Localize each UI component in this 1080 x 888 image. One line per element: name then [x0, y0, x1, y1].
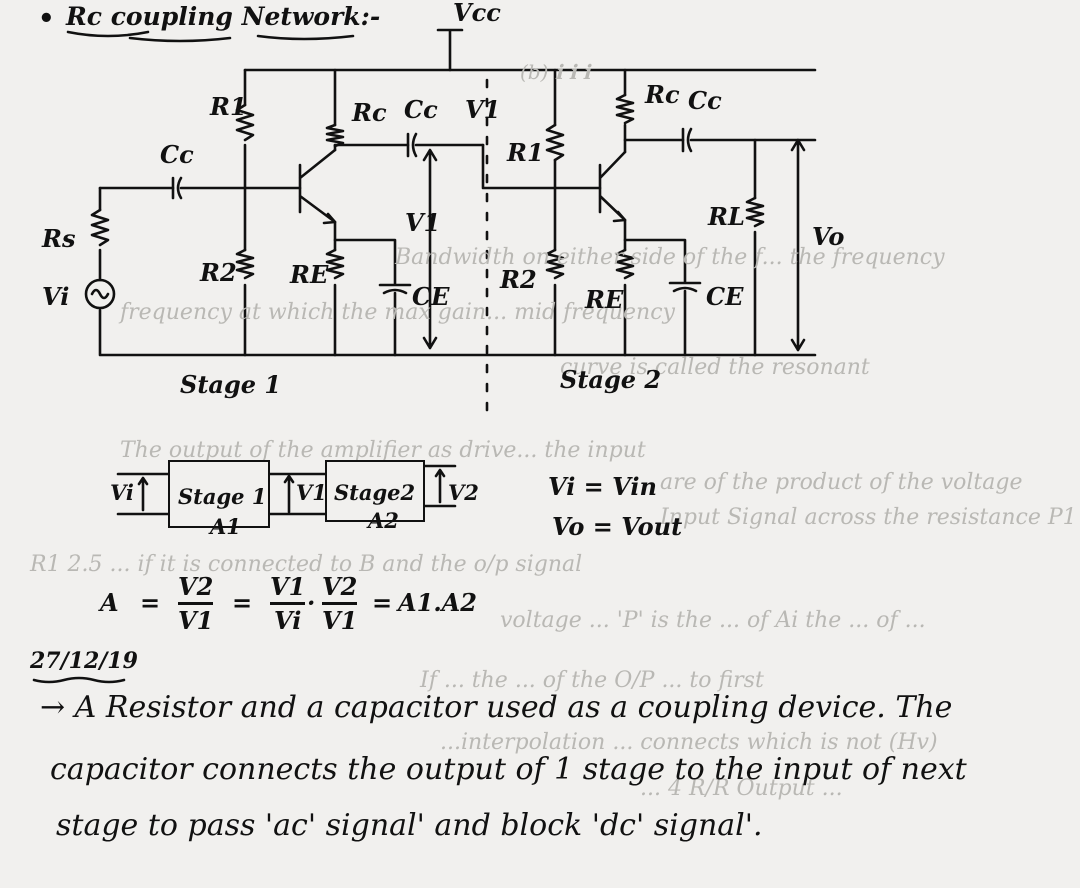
- a2-label: A2: [368, 508, 399, 533]
- input-loop: [98, 186, 817, 357]
- re-stage1-resistor: [325, 248, 345, 280]
- cc-out-cap: [681, 127, 693, 153]
- title-underline: [66, 30, 355, 43]
- r2-stage1-label: R2: [200, 258, 237, 287]
- v1-top-label: V1: [465, 95, 501, 124]
- stage2-label: Stage 2: [560, 365, 662, 394]
- date-underline: [32, 676, 126, 684]
- rc-stage2-resistor: [615, 93, 635, 125]
- re-stage1-label: RE: [290, 260, 329, 289]
- transistor-2: [598, 150, 627, 223]
- rc-stage1-resistor: [325, 123, 345, 148]
- fraction-den: V1: [322, 605, 358, 635]
- bleed-text: ... 4 R/R Output ...: [640, 776, 843, 801]
- vi-source: [84, 278, 116, 310]
- note-line-2: capacitor connects the output of 1 stage…: [50, 752, 967, 787]
- equals-1: =: [140, 588, 161, 617]
- bleed-text: curve is called the resonant: [560, 355, 870, 380]
- equals-3: =: [372, 588, 393, 617]
- cc-mid-cap: [406, 132, 418, 158]
- r1-stage2-resistor: [545, 123, 565, 162]
- cc-in-label: Cc: [160, 140, 194, 169]
- stage1-block-label: Stage 1: [178, 484, 267, 509]
- vi-label: Vi: [42, 282, 70, 311]
- block-output-label: V2: [448, 480, 479, 505]
- vcc-label: Vcc: [453, 0, 501, 27]
- block-input-label: Vi: [110, 480, 134, 505]
- bleed-text: voltage ... 'P' is the ... of Ai the ...…: [500, 608, 926, 633]
- stage1-block: [168, 460, 270, 528]
- gain-symbol: A: [100, 588, 119, 617]
- vo-label: Vo: [812, 222, 845, 251]
- fraction-den: Vi: [274, 605, 302, 635]
- bleed-text: are of the product of the voltage: [660, 470, 1023, 495]
- bleed-text: frequency at which the max gain... mid f…: [120, 300, 675, 325]
- re-stage2-label: RE: [585, 285, 624, 314]
- r1-stage2-label: R1: [507, 138, 544, 167]
- ce-stage2-label: CE: [706, 282, 744, 311]
- fraction-num: V2: [322, 572, 358, 601]
- re-stage2-resistor: [615, 248, 635, 280]
- r1-stage1-label: R1: [210, 92, 247, 121]
- cc-out-label: Cc: [688, 86, 722, 115]
- rc-stage2-label: Rc: [645, 80, 680, 109]
- stage2-block: [325, 460, 425, 522]
- rs-label: Rs: [42, 224, 76, 253]
- multiply-dot: ·: [307, 588, 316, 617]
- fraction-den: V1: [178, 605, 214, 635]
- transistor-1: [298, 148, 337, 225]
- fraction-bar: [270, 602, 306, 605]
- bleed-text: ...interpolation ... connects which is n…: [440, 730, 938, 755]
- bleed-text: (b) ℹ ℹ ℹ: [520, 60, 591, 84]
- rc-stage1-label: Rc: [352, 98, 387, 127]
- stage1-label: Stage 1: [180, 370, 282, 399]
- r2-stage2-label: R2: [500, 265, 537, 294]
- cc-mid-label: Cc: [404, 95, 438, 124]
- fraction-num: V1: [270, 572, 306, 601]
- ce-stage1-label: CE: [412, 282, 450, 311]
- bleed-text: If ... the ... of the O/P ... to first: [420, 668, 764, 693]
- equals-2: =: [232, 588, 253, 617]
- bleed-text: Bandwidth on either side of the f... the…: [395, 245, 945, 270]
- a1-label: A1: [210, 514, 241, 539]
- rl-resistor: [745, 196, 765, 228]
- fraction-num: V2: [178, 572, 214, 601]
- fraction-v2-v1: V2 V1: [178, 572, 214, 635]
- v1-arrow: [422, 148, 438, 350]
- note-line-1: → A Resistor and a capacitor used as a c…: [40, 690, 953, 725]
- r1-stage1-resistor: [235, 103, 255, 142]
- r2-stage1-resistor: [235, 248, 255, 280]
- block-wires: [116, 464, 457, 516]
- bleed-text: Input Signal across the resistance P1: [660, 505, 1077, 530]
- v1-side-label: V1: [405, 208, 441, 237]
- block-mid-label: V1: [296, 480, 327, 505]
- page-title: Rc coupling Network:-: [66, 2, 381, 31]
- vo-arrow: [790, 138, 806, 352]
- fraction-v1-vi: V1 Vi: [270, 572, 306, 635]
- vcc-stem: [436, 28, 464, 72]
- rs-resistor: [90, 208, 110, 247]
- bleed-text: The output of the amplifier as drive... …: [120, 438, 646, 463]
- rl-label: RL: [708, 202, 745, 231]
- fraction-v2-v1b: V2 V1: [322, 572, 358, 635]
- r2-stage2-resistor: [545, 248, 565, 280]
- bleed-text: R1 2.5 ... if it is connected to B and t…: [30, 552, 583, 577]
- relation-vo: Vo = Vout: [552, 512, 683, 541]
- gain-result: A1.A2: [398, 588, 477, 617]
- relation-vi: Vi = Vin: [548, 472, 657, 501]
- bullet: •: [38, 4, 55, 34]
- cc-in-cap: [171, 176, 183, 200]
- stage2-block-label: Stage2: [334, 480, 416, 505]
- note-date: 27/12/19: [30, 648, 138, 674]
- note-line-3: stage to pass 'ac' signal' and block 'dc…: [56, 808, 763, 843]
- fraction-bar: [178, 602, 214, 605]
- fraction-bar: [322, 602, 358, 605]
